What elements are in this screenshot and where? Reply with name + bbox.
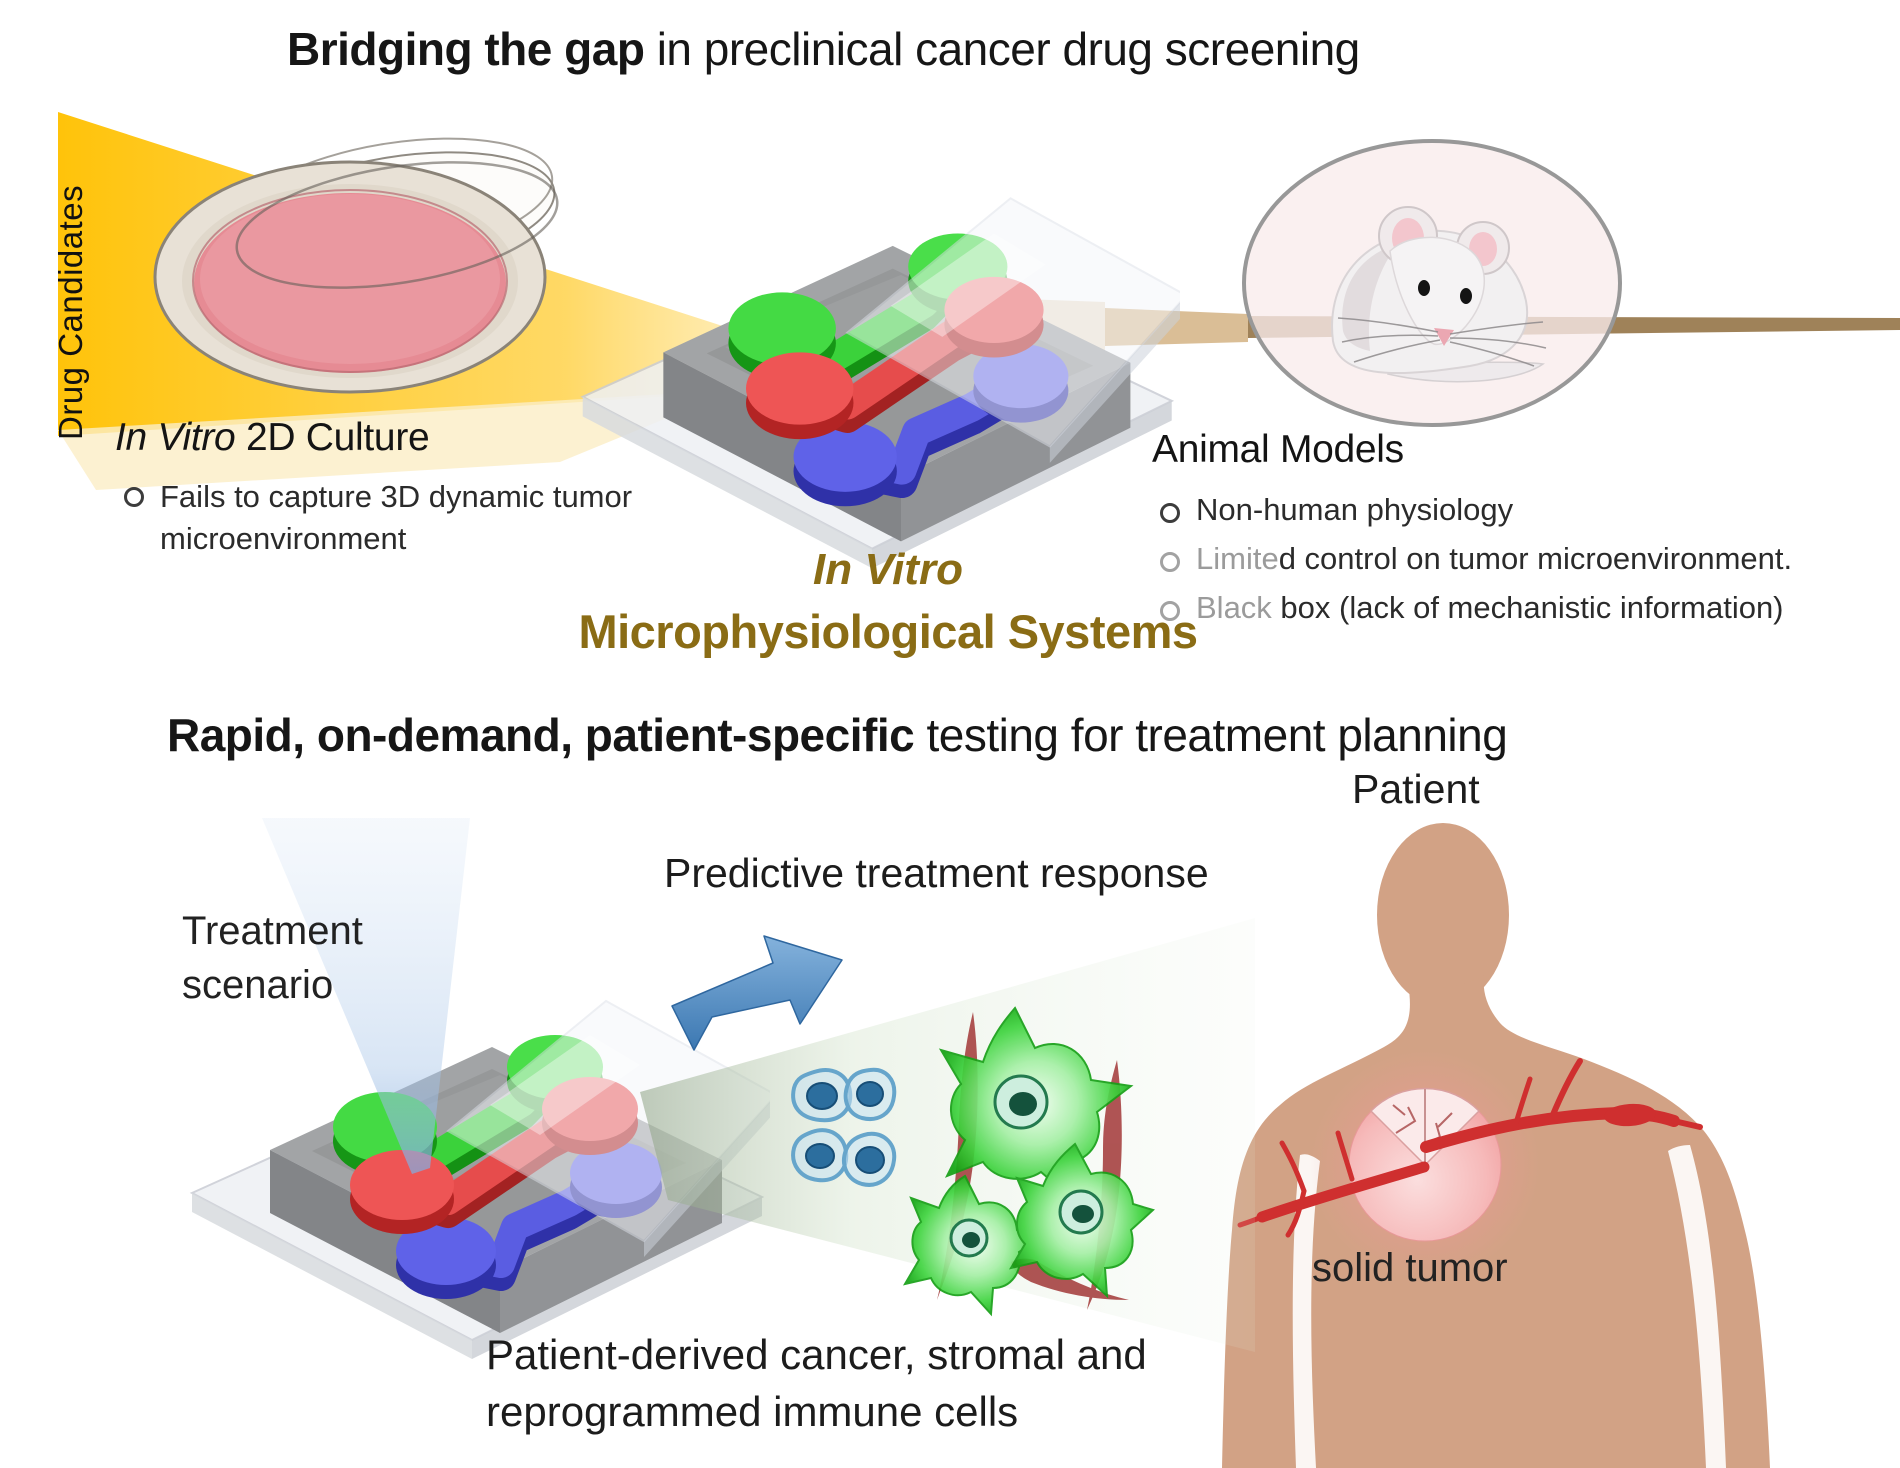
- in-vitro-2d-heading: In Vitro 2D Culture: [115, 416, 430, 460]
- top-title-rest: in preclinical cancer drug screening: [644, 23, 1361, 75]
- bullet-text: Black box (lack of mechanistic informati…: [1196, 590, 1784, 626]
- mouse-eye: [1460, 288, 1472, 304]
- arrow-icon: [671, 935, 843, 1051]
- bullet-circle-icon: [1160, 601, 1180, 621]
- list-item: Non-human physiology: [1158, 492, 1898, 528]
- bottom-title-bold: Rapid, on-demand, patient-specific: [167, 709, 915, 761]
- in-vitro-2d-heading-rest: 2D Culture: [235, 416, 430, 459]
- mouse-eye: [1418, 280, 1430, 296]
- list-item: Limited control on tumor microenvironmen…: [1158, 541, 1898, 577]
- in-vitro-2d-heading-italic: In Vitro: [115, 416, 236, 459]
- bullet-text: Limited control on tumor microenvironmen…: [1196, 541, 1792, 577]
- blue-cells-illustration: [791, 1067, 897, 1187]
- animal-models-bullets: Non-human physiology Limited control on …: [1158, 492, 1898, 639]
- patient-head: [1377, 823, 1509, 1007]
- petri-dish-illustration: [153, 137, 559, 394]
- mouse-whiskers: [1337, 317, 1547, 367]
- animal-models-heading: Animal Models: [1152, 428, 1404, 471]
- petri-lid: [234, 137, 556, 279]
- cells-caption-line1: Patient-derived cancer, stromal and: [486, 1331, 1147, 1378]
- bullet-text-rest: box (lack of mechanistic information): [1271, 590, 1784, 625]
- analysis-cone: [640, 918, 1255, 1352]
- bottom-title: Rapid, on-demand, patient-specific testi…: [167, 708, 1508, 762]
- bottom-title-rest: testing for treatment planning: [914, 709, 1508, 761]
- mouse-ear-right: [1456, 221, 1510, 275]
- human-silhouette-illustration: [1222, 823, 1770, 1468]
- chip-illustration-top: [560, 130, 1180, 585]
- treatment-scenario-line2: scenario: [182, 963, 334, 1007]
- cells-caption: Patient-derived cancer, stromal and repr…: [486, 1326, 1147, 1440]
- bullet-text: Non-human physiology: [1196, 492, 1514, 527]
- predictive-response-label: Predictive treatment response: [664, 850, 1209, 896]
- bullet-text-gray: Limite: [1196, 541, 1279, 576]
- mps-label-line2: Microphysiological Systems: [578, 605, 1198, 658]
- bullet-circle-icon: [1160, 552, 1180, 572]
- list-item: Black box (lack of mechanistic informati…: [1158, 590, 1898, 626]
- cells-caption-line2: reprogrammed immune cells: [486, 1388, 1019, 1435]
- solid-tumor-label: solid tumor: [1312, 1246, 1508, 1290]
- bullet-text-gray: Black: [1196, 590, 1272, 625]
- mouse-nose: [1434, 328, 1454, 346]
- treatment-scenario-line1: Treatment: [182, 909, 363, 953]
- green-cells-illustration: [902, 1006, 1155, 1317]
- stromal-cells: [937, 1012, 1129, 1310]
- mouse-ear-left: [1378, 206, 1438, 266]
- drug-candidates-label: Drug Candidates: [52, 184, 89, 440]
- bullet-circle-icon: [124, 487, 144, 507]
- top-title-bold: Bridging the gap: [287, 23, 645, 75]
- bullet-circle-icon: [1160, 503, 1180, 523]
- top-title: Bridging the gap in preclinical cancer d…: [287, 22, 1360, 76]
- treatment-scenario-label: Treatment scenario: [182, 904, 363, 1012]
- mouse-illustration: [1242, 139, 1622, 427]
- tumor-vessels: [1237, 1058, 1703, 1238]
- patient-torso: [1222, 975, 1770, 1468]
- cancer-cells: [902, 1006, 1155, 1317]
- patient-label: Patient: [1352, 766, 1480, 812]
- bullet-text-rest: d control on tumor microenvironment.: [1278, 541, 1793, 576]
